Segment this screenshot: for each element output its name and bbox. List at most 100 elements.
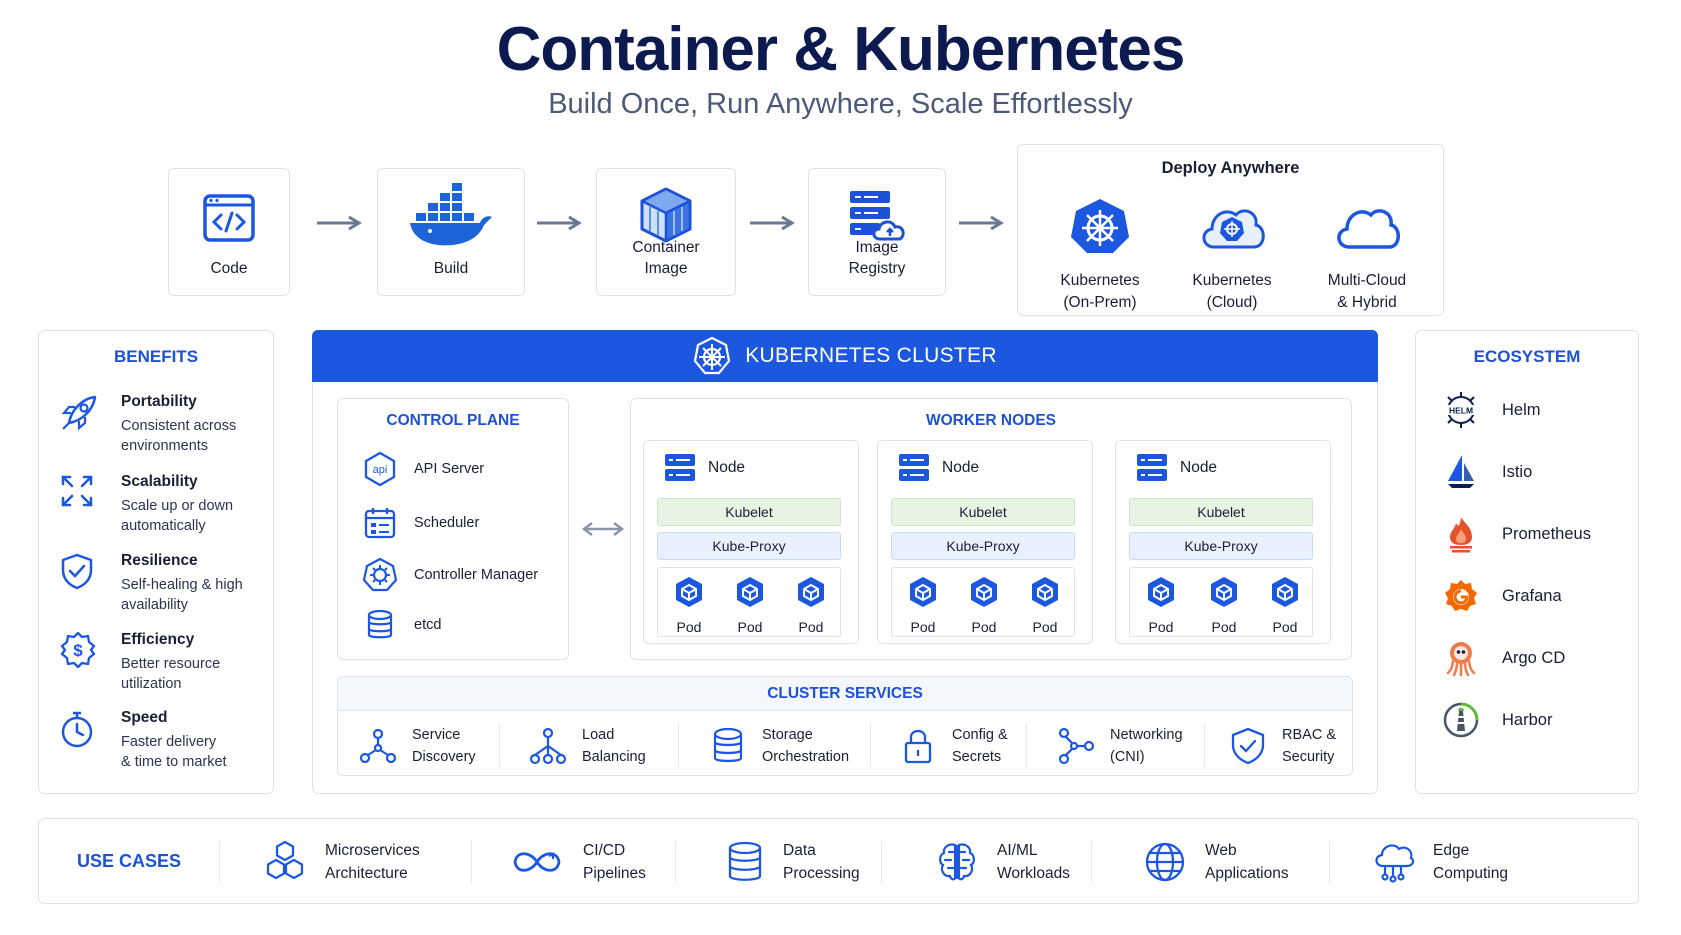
pod-label: Pod [1148,619,1174,635]
benefit-desc: Consistent across environments [121,418,237,454]
pod-label: Pod [737,619,763,635]
ecosystem-title: ECOSYSTEM [1473,347,1581,366]
control-plane-label: Controller Manager [414,567,539,583]
database-icon [728,841,762,881]
helm-logo-text: HELM [1449,406,1473,416]
pod-label: Pod [910,619,936,635]
shield-check-icon [1231,727,1265,765]
stopwatch-icon [61,711,93,748]
pod-label: Pod [1211,619,1237,635]
node-label: Node [1180,459,1218,476]
ecosystem-item: Istio [1442,453,1532,491]
api-hexagon-icon: api [364,451,396,487]
cluster-service-item: Networking (CNI) [1056,723,1183,769]
worker-node: Node Kubelet Kube-Proxy Pod Pod Pod [1115,440,1331,644]
control-plane-label: Scheduler [414,515,480,531]
deploy-anywhere-panel: Deploy Anywhere Kubernetes (On-Prem) Kub… [1017,144,1444,316]
api-badge-text: api [373,464,388,476]
server-icon [665,454,695,481]
use-cases-title: USE CASES [77,851,182,871]
cluster-service-item: Load Balancing [528,723,646,769]
pipeline-step-label: Image Registry [848,239,906,277]
kubelet-box: Kubelet [657,498,841,526]
arrow-right-icon [750,215,795,231]
infinity-icon [513,852,561,872]
ecosystem-item: HELM Helm [1442,391,1541,429]
pod-icon [676,577,702,607]
pod: Pod [1199,576,1249,635]
pod-icon [1032,577,1058,607]
pod: Pod [959,576,1009,635]
arrow-right-icon [537,215,582,231]
prometheus-flame-icon [1450,517,1472,553]
expand-arrows-icon [61,475,93,507]
rocket-icon [61,395,97,431]
use-case-label: Data Processing [783,842,860,882]
worker-node: Node Kubelet Kube-Proxy Pod Pod Pod [643,440,859,644]
server-icon [899,454,929,481]
globe-icon [1145,842,1185,882]
kube-proxy-box: Kube-Proxy [1129,532,1313,560]
cluster-service-label: Load Balancing [582,727,646,765]
kubernetes-heptagon-icon [1071,199,1129,253]
pipeline-step-label: Code [210,260,248,277]
benefit-desc: Faster delivery & time to market [121,734,227,770]
use-case-item: Microservices Architecture [263,837,420,887]
pod-icon [1272,577,1298,607]
ecosystem-label: Harbor [1502,710,1553,729]
kubernetes-wheel-icon [694,337,731,375]
deploy-target-label: Kubernetes (On-Prem) [1060,272,1140,311]
benefit-title: Speed [121,709,168,726]
cluster-service-label: Service Discovery [412,727,476,765]
benefit-desc: Scale up or down automatically [121,498,234,534]
storage-icon [713,727,743,763]
pod-icon [910,577,936,607]
pod: Pod [1260,576,1310,635]
cube-icon [640,187,692,243]
benefit-desc: Self-healing & high availability [121,577,243,613]
use-case-label: Edge Computing [1433,842,1508,882]
deploy-target-cloud: Kubernetes (Cloud) [1167,197,1297,314]
cloud-outline-icon [1337,209,1400,249]
docker-whale-icon [410,183,492,246]
cluster-service-label: Networking (CNI) [1110,727,1183,765]
cluster-service-label: Storage Orchestration [762,727,850,765]
cloud-network-icon [1375,844,1415,883]
benefit-title: Resilience [121,552,198,569]
pod-label: Pod [971,619,997,635]
database-icon [367,609,393,639]
pod-icon [1148,577,1174,607]
page-title: Container & Kubernetes [496,15,1186,84]
page-subtitle: Build Once, Run Anywhere, Scale Effortle… [548,88,1133,120]
hexagons-icon [266,840,304,880]
cluster-services-panel: CLUSTER SERVICES Service Discovery Load … [337,676,1353,776]
worker-nodes-title: WORKER NODES [925,412,1057,429]
helm-icon: HELM [1445,392,1477,428]
benefit-item: Speed Faster delivery & time to market [59,709,269,772]
kubelet-box: Kubelet [891,498,1075,526]
server-icon [1137,454,1167,481]
cluster-service-item: RBAC & Security [1228,723,1336,769]
pod-icon [1211,577,1237,607]
pods-container: Pod Pod Pod [657,567,841,637]
pod: Pod [1020,576,1070,635]
control-plane-item: api API Server [362,451,484,487]
benefit-title: Scalability [121,473,198,490]
control-plane-panel: CONTROL PLANE api API Server Scheduler C… [337,398,569,660]
kubernetes-cluster-header: KUBERNETES CLUSTER [312,330,1378,382]
ecosystem-item: Argo CD [1442,639,1565,677]
load-balancer-icon [529,727,567,765]
arrow-right-icon [317,215,362,231]
pipeline-step-label: Build [433,260,469,277]
lock-icon [904,729,932,764]
pipeline-step-label: Container Image [632,239,700,277]
use-case-item: Web Applications [1143,837,1289,887]
kube-proxy-box: Kube-Proxy [891,532,1075,560]
pod-icon [971,577,997,607]
pod-label: Pod [1272,619,1298,635]
cluster-service-label: Config & Secrets [952,727,1008,765]
ecosystem-item: Grafana [1442,577,1562,615]
kubernetes-cloud-icon [1202,209,1265,249]
benefit-title: Efficiency [121,631,195,648]
kube-proxy-box: Kube-Proxy [657,532,841,560]
